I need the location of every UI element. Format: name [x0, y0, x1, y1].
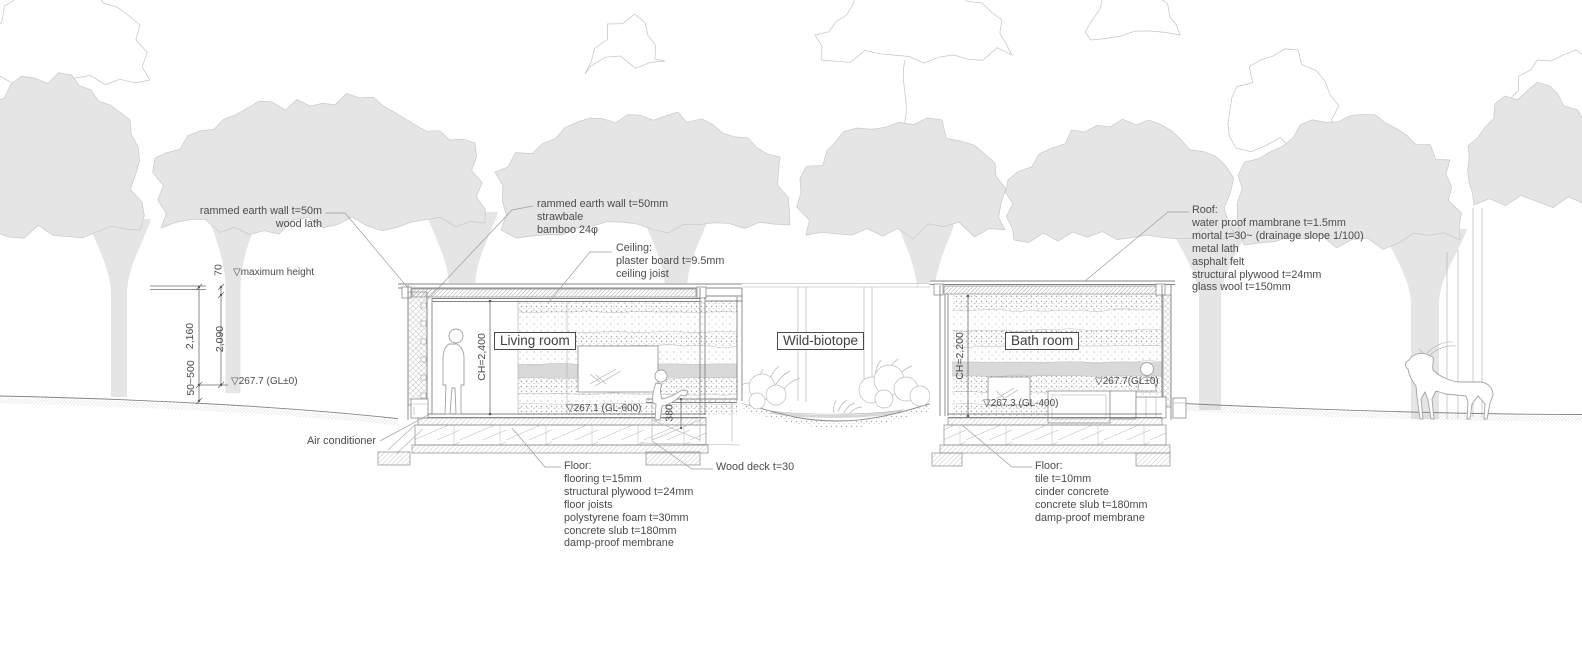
- person-standing-silhouette: [442, 328, 465, 415]
- label-floor-left: Floor: flooring t=15mm structural plywoo…: [564, 460, 694, 550]
- height-dimension-lines: [150, 283, 228, 405]
- air-conditioner-unit: [410, 398, 429, 419]
- label-wood-deck: Wood deck t=30: [716, 461, 795, 473]
- dim-70: 70: [212, 264, 225, 276]
- dim-50-500: 50~500: [185, 360, 197, 396]
- label-air-conditioner: Air conditioner: [306, 435, 376, 447]
- dim-ch-living: CH=2,400: [476, 333, 488, 381]
- room-label-biotope: Wild-biotope: [777, 332, 865, 350]
- label-gl-left: ▽267.7 (GL±0): [231, 376, 298, 387]
- deer-outline: [1405, 341, 1494, 420]
- wild-biotope-ground: [741, 283, 938, 428]
- ground: [0, 395, 1582, 427]
- room-label-living: Living room: [494, 332, 576, 350]
- label-gl-right: ▽267.7(GL±0): [1095, 376, 1159, 387]
- label-maximum-height: ▽maximum height: [233, 267, 315, 278]
- label-rammed-earth-wall-left: rammed earth wall t=50m wood lath: [199, 205, 322, 230]
- label-roof: Roof: water proof mambrane t=1.5mm morta…: [1192, 204, 1364, 294]
- dim-380: 380: [663, 404, 676, 422]
- label-rammed-earth-wall-mid: rammed earth wall t=50mm strawbale bambo…: [537, 198, 669, 236]
- left-building-section: [377, 283, 743, 473]
- ceiling-height-dimensions: [488, 294, 970, 430]
- room-label-bath: Bath room: [1005, 332, 1080, 350]
- dim-2090: 2,090: [214, 325, 226, 353]
- label-ceiling: Ceiling: plaster board t=9.5mm ceiling j…: [616, 242, 725, 280]
- tree-silhouettes: [0, 72, 1582, 419]
- person-sitting-silhouette: [652, 369, 689, 421]
- label-bath-floor-level: ▽267.3 (GL-400): [983, 398, 1059, 409]
- label-floor-right: Floor: tile t=10mm cinder concrete concr…: [1035, 460, 1148, 524]
- annotation-leader-lines: [325, 205, 1189, 470]
- right-building-section: [930, 280, 1187, 472]
- label-living-floor-level: ▽267.1 (GL-600): [566, 403, 642, 414]
- dim-2160: 2,160: [184, 322, 196, 350]
- dim-ch-bath: CH=2,200: [954, 332, 966, 380]
- biotope-bushes: [736, 358, 931, 414]
- person-bathing-silhouette: [1137, 362, 1157, 392]
